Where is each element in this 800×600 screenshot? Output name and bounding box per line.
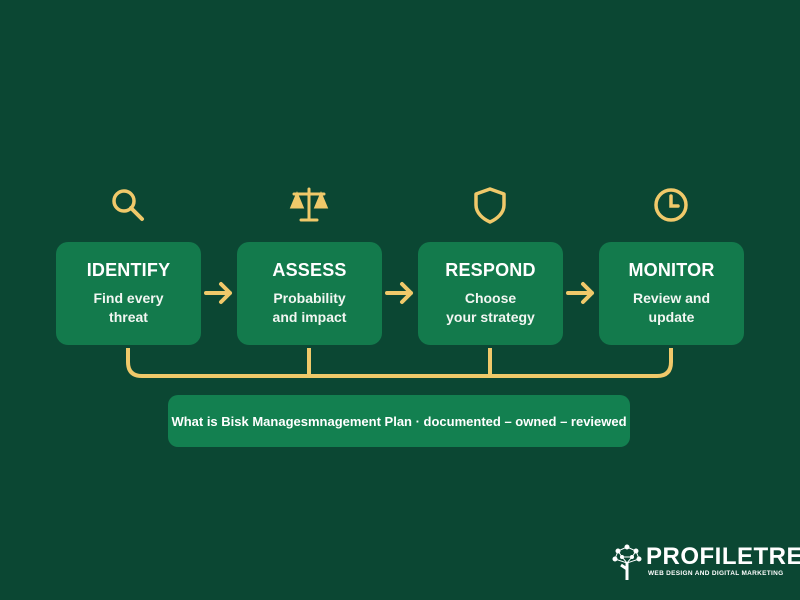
step-description: Review and update — [632, 290, 711, 325]
shield-icon — [474, 187, 506, 224]
step-title: ASSESS — [272, 260, 347, 280]
step-description: Choose your strategy — [446, 290, 535, 325]
step-description: Find every threat — [93, 290, 164, 325]
logo-name: PROFILETREE — [646, 543, 800, 570]
step-title: MONITOR — [628, 260, 715, 280]
clock-icon — [654, 188, 688, 222]
tree-icon — [612, 544, 642, 580]
arrow-right-icon — [566, 282, 594, 304]
step-monitor: MONITOR Review and update — [599, 242, 744, 345]
step-assess: ASSESS Probability and impact — [237, 242, 382, 345]
scales-icon — [289, 187, 329, 222]
step-title: IDENTIFY — [86, 260, 171, 280]
step-respond: RESPOND Choose your strategy — [418, 242, 563, 345]
step-title: RESPOND — [445, 260, 536, 280]
plan-summary-text: What is Bisk Managesmnagement Plan · doc… — [171, 413, 627, 429]
magnifier-icon — [112, 189, 144, 221]
step-identify: IDENTIFY Find every threat — [56, 242, 201, 345]
step-description: Probability and impact — [272, 290, 347, 325]
arrow-right-icon — [204, 282, 232, 304]
plan-summary-box: What is Bisk Managesmnagement Plan · doc… — [168, 395, 630, 447]
logo-tagline: WEB DESIGN AND DIGITAL MARKETING — [648, 570, 784, 577]
profiletree-logo: PROFILETREE WEB DESIGN AND DIGITAL MARKE… — [612, 543, 800, 583]
arrow-right-icon — [385, 282, 413, 304]
